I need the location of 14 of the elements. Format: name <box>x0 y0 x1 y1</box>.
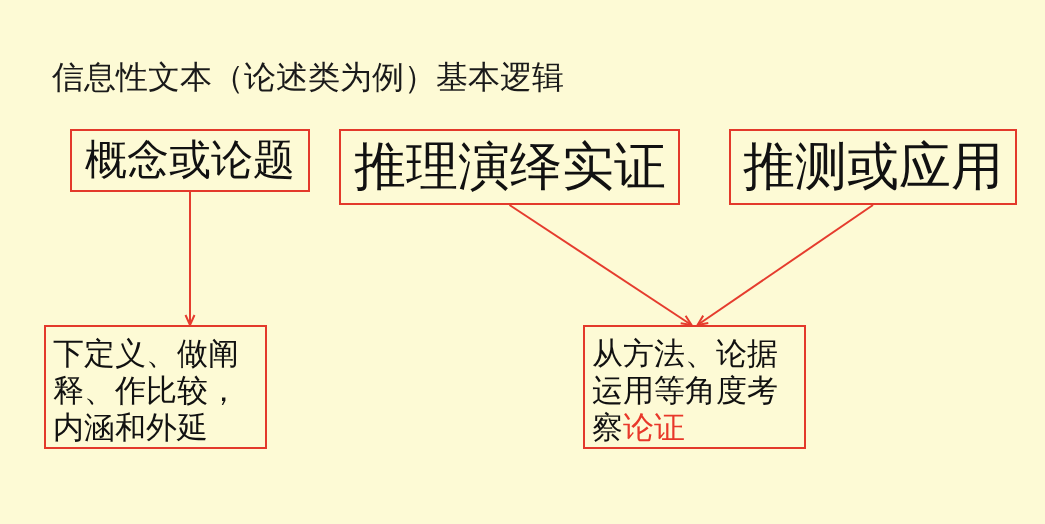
node-label: 从方法、论据运用等角度考察论证 <box>591 334 779 446</box>
concept-box <box>70 129 310 192</box>
node-label: 概念或论题 <box>85 136 295 185</box>
arrow <box>184 191 196 326</box>
argument-box <box>583 325 806 449</box>
arrow <box>696 204 874 326</box>
arrow <box>508 204 693 326</box>
node-label: 推理演绎实证 <box>353 137 666 197</box>
diagram-title: 信息性文本（论述类为例）基本逻辑 <box>52 58 564 97</box>
application-box <box>729 129 1017 205</box>
node-label: 推测或应用 <box>743 137 1003 197</box>
definition-box <box>44 325 267 449</box>
reasoning-box <box>339 129 680 205</box>
node-label: 下定义、做阐释、作比较，内涵和外延 <box>52 334 240 446</box>
